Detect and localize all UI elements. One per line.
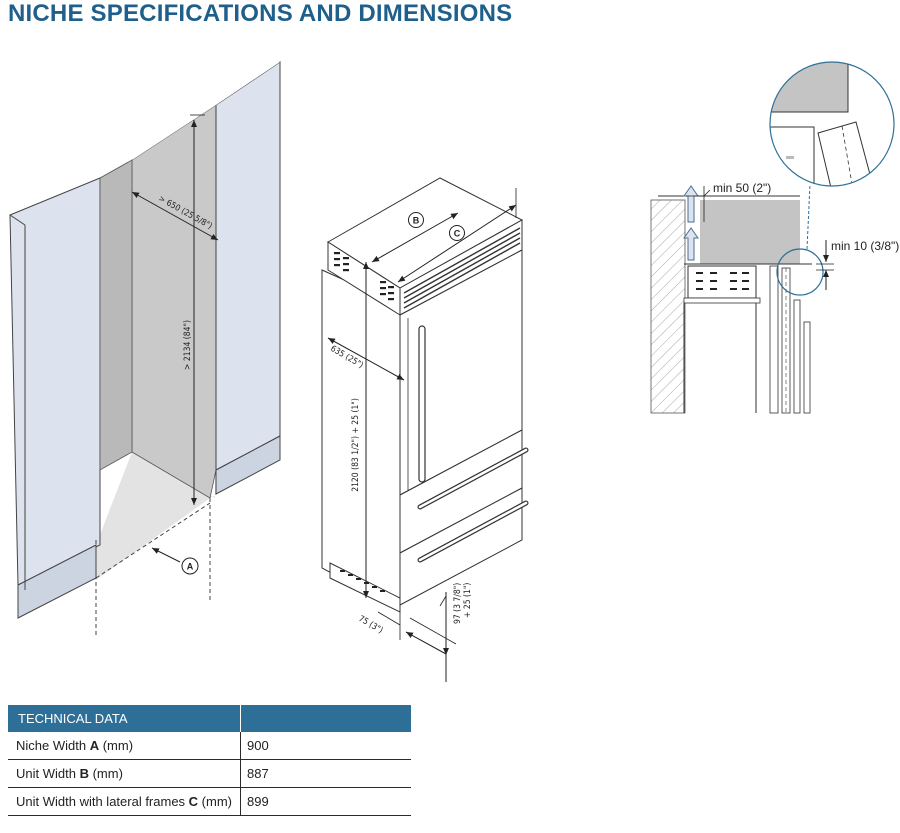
magnified-detail [770,62,894,186]
marker-c-letter: C [454,229,461,239]
unit-drawer-lower [399,487,523,606]
niche-diagram: > 2134 (84") > 650 (25 5/8") A [9,61,281,638]
unit-diagram: B C 635 (25") 2120 (83 1/2") + 25 (1") 7… [321,177,529,682]
detail-top-gap-label: min 50 (2") [713,181,771,195]
marker-b-letter: B [413,216,420,226]
row-value: 887 [240,759,411,788]
unit-side-panel [321,269,401,611]
ventilation-arrows [683,185,699,261]
table-row: Unit Width with lateral frames C (mm) 89… [8,787,411,816]
technical-data-table: TECHNICAL DATA Niche Width A (mm) 900 Un… [8,705,411,816]
marker-a-circle [181,557,199,575]
detail-cabinet [700,200,800,264]
table-header-label: TECHNICAL DATA [8,705,241,732]
unit-plinth-label-2: + 25 (1") [463,583,473,618]
specification-diagrams: > 2134 (84") > 650 (25 5/8") A [9,61,899,682]
detail-side-gap-label: min 10 (3/8") [831,239,899,253]
row-label: Niche Width A (mm) [8,732,241,760]
door-handle [418,325,426,483]
table-row: Unit Width B (mm) 887 [8,759,411,788]
table-row: Niche Width A (mm) 900 [8,732,411,760]
niche-height-label: > 2134 (84") [183,320,193,370]
unit-base-label: 75 (3") [357,614,385,636]
detail-wall [650,199,686,414]
niche-left-panel [9,177,101,586]
detail-diagram: min 50 (2") min 10 (3/8") [650,61,899,414]
unit-height-label: 2120 (83 1/2") + 25 (1") [351,398,361,492]
unit-plinth-label-1: 97 (3 7/8") [453,583,463,624]
marker-c-circle [449,225,465,241]
table-header-row: TECHNICAL DATA [8,705,411,732]
niche-back-wall [131,104,217,499]
row-label: Unit Width with lateral frames C (mm) [8,787,241,816]
niche-right-panel [215,61,281,471]
table-header-value [240,705,411,732]
page-title: NICHE SPECIFICATIONS AND DIMENSIONS [8,0,513,27]
marker-a-letter: A [187,562,194,572]
row-label: Unit Width B (mm) [8,759,241,788]
row-value: 899 [240,787,411,816]
row-value: 900 [240,732,411,760]
